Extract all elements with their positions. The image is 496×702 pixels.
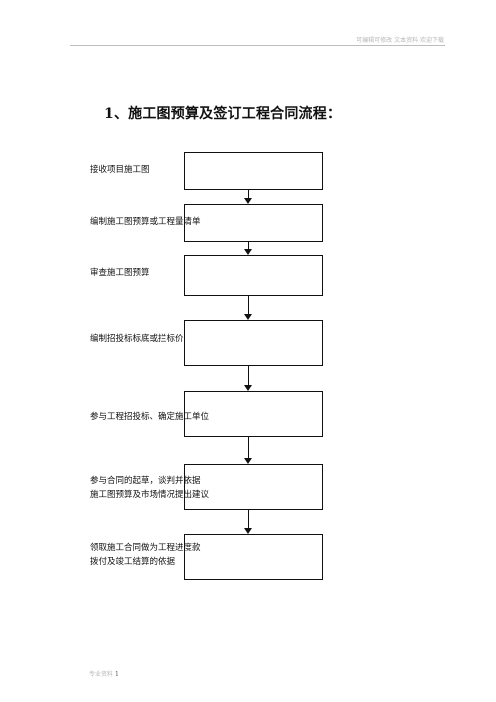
step-label-2-line1: 编制施工图预算或工程量清单: [90, 217, 201, 227]
header-divider: [70, 45, 445, 46]
flow-box-7: [184, 534, 323, 580]
flow-arrow-1: [244, 190, 252, 204]
flow-box-3: [184, 255, 323, 296]
flow-box-6: [184, 464, 323, 510]
flow-box-2: [184, 204, 323, 242]
step-label-7-line1: 领取施工合同做为工程进度款: [90, 543, 201, 553]
step-label-4: 编制招投标标底或拦标价: [90, 332, 184, 346]
step-label-3: 审查施工图预算: [90, 266, 150, 280]
flow-arrow-6: [244, 510, 252, 534]
step-label-7: 领取施工合同做为工程进度款 拨付及竣工结算的依据: [90, 541, 201, 569]
flow-arrow-3: [244, 296, 252, 320]
footer-label: 专业资料: [89, 671, 114, 678]
footer-page-number: 1: [114, 671, 119, 678]
step-label-6: 参与合同的起草，谈判并依据 施工图预算及市场情况提出建议: [90, 474, 209, 502]
page-header-text: 可编辑可修改 文本资料 欢迎下载: [356, 37, 444, 44]
step-label-1: 接收项目施工图: [90, 163, 150, 177]
step-label-5: 参与工程招投标、确定施工单位: [90, 410, 209, 424]
step-label-2: 编制施工图预算或工程量清单: [90, 215, 201, 229]
flow-arrow-2: [244, 242, 252, 255]
page-title: 1、施工图预算及签订工程合同流程：: [104, 106, 342, 122]
flow-arrow-5: [244, 437, 252, 464]
step-label-5-line1: 参与工程招投标、确定施工单位: [90, 412, 210, 422]
step-label-6-line1: 参与合同的起草，谈判并依据: [90, 476, 201, 486]
flow-box-4: [184, 320, 323, 366]
flow-box-5: [184, 391, 323, 437]
flow-box-1: [184, 152, 323, 190]
step-label-4-line1: 编制招投标标底或拦标价: [90, 334, 184, 344]
flow-arrow-4: [244, 366, 252, 391]
step-label-3-line1: 审查施工图预算: [90, 268, 150, 278]
step-label-1-line1: 接收项目施工图: [90, 165, 150, 175]
step-label-6-line2: 施工图预算及市场情况提出建议: [90, 490, 210, 500]
page-footer: 专业资料 1: [89, 669, 119, 678]
step-label-7-line2: 拨付及竣工结算的依据: [90, 557, 176, 567]
